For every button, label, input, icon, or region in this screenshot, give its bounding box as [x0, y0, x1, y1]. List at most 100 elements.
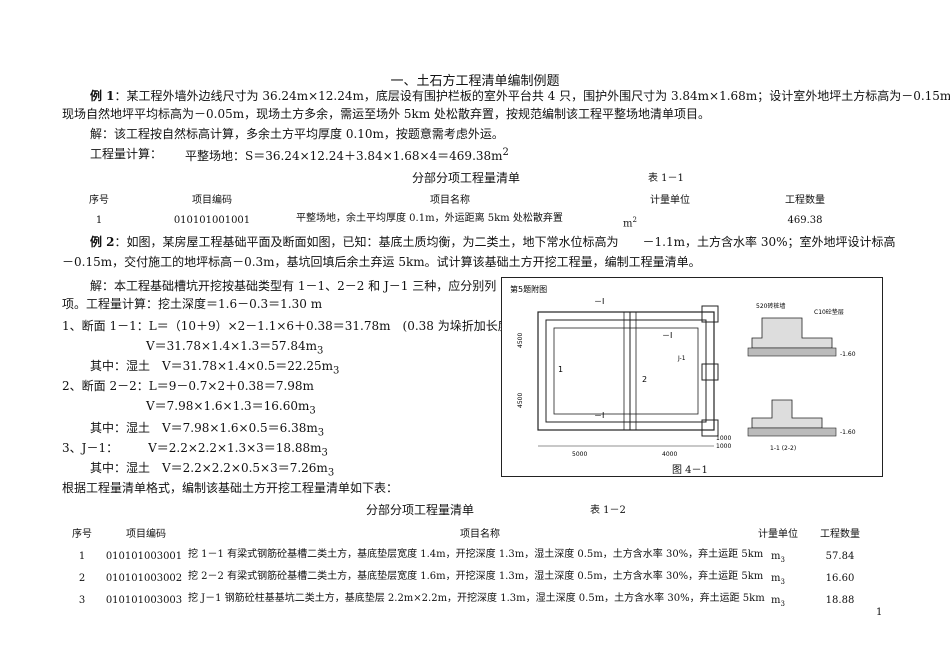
example2-conclusion: 根据工程量清单格式，编制该基础土方开挖工程量清单如下表：: [62, 481, 399, 495]
table2-row2-name: 挖 2－2 有梁式钢筋砼基槽二类土方，基底垫层宽度 1.6m，开挖深度 1.3m…: [188, 571, 764, 582]
section1-wet: 其中：湿土 V＝31.78×1.4×0.5＝22.25m3: [90, 358, 339, 377]
section2-volume: V＝7.98×1.6×1.3＝16.60m3: [146, 398, 316, 417]
table1-unit-sup: 2: [632, 216, 637, 224]
table2-row3-name: 挖 J－1 钢筋砼柱基基坑二类土方，基底垫层 2.2m×2.2m，开挖深度 1.…: [188, 593, 765, 604]
table1-header-unit: 计量单位: [650, 195, 690, 206]
section2-wet-sup: 3: [317, 427, 325, 439]
section-mark-top: －Ⅰ: [594, 297, 604, 306]
example2-solution1: 解：本工程基础槽坑开挖按基础类型有 1－1、2－2 和 J－1 三种，应分别列: [90, 279, 497, 293]
label-elev2: -1.60: [840, 429, 856, 436]
table1-row-qty: 469.38: [787, 215, 823, 226]
table2-row3-unit: m3: [760, 594, 796, 611]
section-mark-right: －Ⅰ: [662, 331, 672, 340]
row1-unit-sup: 3: [780, 556, 785, 564]
table1-row-name: 平整场地，余土平均厚度 0.1m，外运距离 5km 处松散弃置: [296, 213, 563, 224]
section1-volume-text: V＝31.78×1.4×1.3＝57.84m: [146, 339, 318, 353]
table2-row3-code: 010101003003: [105, 595, 183, 606]
section3-volume-text: 3、J－1： V＝2.2×2.2×1.3×3＝18.88m: [62, 441, 322, 455]
calc-formula-text: 平整场地：S＝36.24×12.24＋3.84×1.68×4＝469.38m: [185, 149, 503, 163]
table1-unit-text: m: [623, 218, 633, 230]
row2-unit-text: m: [771, 573, 781, 584]
example1-text1: ：某工程外墙外边线尺寸为 36.24m×12.24m，底层设有围护栏板的室外平台…: [114, 89, 950, 103]
table2-tag: 表 1－2: [590, 505, 626, 516]
table2-row1-no: 1: [78, 551, 86, 562]
table1-header-code: 项目编码: [192, 195, 232, 206]
example1-solution: 解：该工程按自然标高计算，多余土方平均厚度 0.10m，按题意需考虑外运。: [90, 127, 504, 141]
table1-tag: 表 1－1: [648, 173, 684, 184]
section3-volume-sup: 3: [321, 447, 328, 459]
section2-wet-text: 其中：湿土 V＝7.98×1.6×0.5＝6.38m: [90, 421, 318, 435]
figure-caption: 图 4－1: [672, 465, 708, 476]
dim-4500b: 4500: [517, 393, 524, 408]
example1-line2: 现场自然地坪平均标高为－0.05m，现场土方多余，需运至场外 5km 处松散弃置…: [62, 107, 711, 121]
section2-volume-text: V＝7.98×1.6×1.3＝16.60m: [146, 399, 310, 413]
section2-volume-sup: 3: [309, 405, 316, 417]
section1-wet-sup: 3: [333, 365, 340, 377]
section3-wet-sup: 3: [327, 467, 335, 479]
table2-row1-qty: 57.84: [825, 551, 855, 562]
document-title: 一、土石方工程清单编制例题: [390, 74, 560, 89]
row3-unit-sup: 3: [780, 600, 785, 608]
table2-row1-code: 010101003001: [105, 551, 183, 562]
table2-header-no: 序号: [72, 529, 92, 540]
section3-wet-text: 其中：湿土 V＝2.2×2.2×0.5×3＝7.26m: [90, 461, 328, 475]
table2-row3-no: 3: [78, 595, 86, 606]
foundation-figure: 第5题附图 －Ⅰ －Ⅰ －Ⅰ 1 2 J-1 5000 4000 1000 10…: [501, 277, 883, 477]
dim-4000: 4000: [662, 451, 677, 458]
table2-row3-qty: 18.88: [825, 595, 855, 606]
table1-header-name: 项目名称: [430, 195, 470, 206]
table1-row-no: 1: [95, 215, 103, 226]
table1-header-qty: 工程数量: [785, 195, 825, 206]
table2-row1-name: 挖 1－1 有梁式钢筋砼基槽二类土方，基底垫层宽度 1.4m，开挖深度 1.3m…: [188, 549, 764, 560]
table2-row1-unit: m3: [760, 550, 796, 567]
table2-row2-unit: m3: [760, 572, 796, 589]
section3-volume: 3、J－1： V＝2.2×2.2×1.3×3＝18.88m3: [62, 440, 328, 459]
table1-header-no: 序号: [89, 195, 109, 206]
example2-solution2: 项。工程量计算：挖土深度＝1.6－0.3＝1.30 m: [62, 297, 323, 311]
section1-volume-sup: 3: [317, 345, 324, 357]
page-number: 1: [876, 607, 883, 618]
label-section-11: 1-1 (2-2): [770, 445, 796, 452]
table1-row-code: 010101001001: [173, 215, 251, 226]
section2-wet: 其中：湿土 V＝7.98×1.6×0.5＝6.38m3: [90, 420, 324, 439]
table2-title: 分部分项工程量清单: [366, 503, 475, 517]
label-brick-wall: 520砖桩墙: [756, 302, 785, 310]
table2-header-code: 项目编码: [126, 529, 166, 540]
row2-unit-sup: 3: [780, 578, 785, 586]
table1-row-unit: m2: [610, 214, 650, 230]
table2-row2-qty: 16.60: [825, 573, 855, 584]
table2-header-name: 项目名称: [460, 529, 500, 540]
label-cushion: C10砼垫层: [814, 308, 844, 316]
example2-line1: 例 2：如图，某房屋工程基础平面及断面如图，已知：基底土质均衡，为二类土，地下常…: [90, 234, 896, 250]
table2-row2-no: 2: [78, 573, 86, 584]
section1-volume: V＝31.78×1.4×1.3＝57.84m3: [146, 338, 323, 357]
example1-label: 例 1: [90, 89, 115, 103]
section3-wet: 其中：湿土 V＝2.2×2.2×0.5×3＝7.26m3: [90, 460, 334, 479]
calc-formula-sup: 2: [502, 147, 509, 158]
figure-title: 第5题附图: [510, 284, 547, 294]
dim-1000a: 1000: [716, 435, 731, 442]
dim-1000b: 1000: [716, 443, 731, 450]
label-1: 1: [558, 365, 563, 374]
label-2: 2: [642, 375, 647, 384]
section-mark-bottom: －Ⅰ: [594, 411, 604, 420]
table1-title: 分部分项工程量清单: [412, 171, 521, 185]
table2-header-unit: 计量单位: [758, 529, 798, 540]
example2-text1: ：如图，某房屋工程基础平面及断面如图，已知：基底土质均衡，为二类土，地下常水位标…: [114, 235, 896, 249]
dim-4500a: 4500: [517, 333, 524, 348]
table2-row2-code: 010101003002: [105, 573, 183, 584]
section2-length: 2、断面 2－2：L＝9－0.7×2＋0.38＝7.98m: [62, 379, 314, 393]
example1-calc-label: 工程量计算：: [90, 147, 163, 161]
dim-5000: 5000: [572, 451, 587, 458]
section1-wet-text: 其中：湿土 V＝31.78×1.4×0.5＝22.25m: [90, 359, 334, 373]
table2-header-qty: 工程数量: [820, 529, 860, 540]
example2-line2: －0.15m，交付施工的地坪标高－0.3m，基坑回填后余土弃运 5km。试计算该…: [62, 255, 701, 269]
row1-unit-text: m: [771, 551, 781, 562]
section1-length: 1、断面 1－1：L＝（10＋9）×2－1.1×6＋0.38＝31.78m (0…: [62, 319, 515, 333]
example1-calc-formula: 平整场地：S＝36.24×12.24＋3.84×1.68×4＝469.38m2: [185, 146, 509, 164]
example1-line1: 例 1：某工程外墙外边线尺寸为 36.24m×12.24m，底层设有围护栏板的室…: [90, 88, 950, 104]
label-elev1: -1.60: [840, 351, 856, 358]
label-j1: J-1: [677, 355, 686, 362]
row3-unit-text: m: [771, 595, 781, 606]
example2-label: 例 2: [90, 235, 115, 249]
